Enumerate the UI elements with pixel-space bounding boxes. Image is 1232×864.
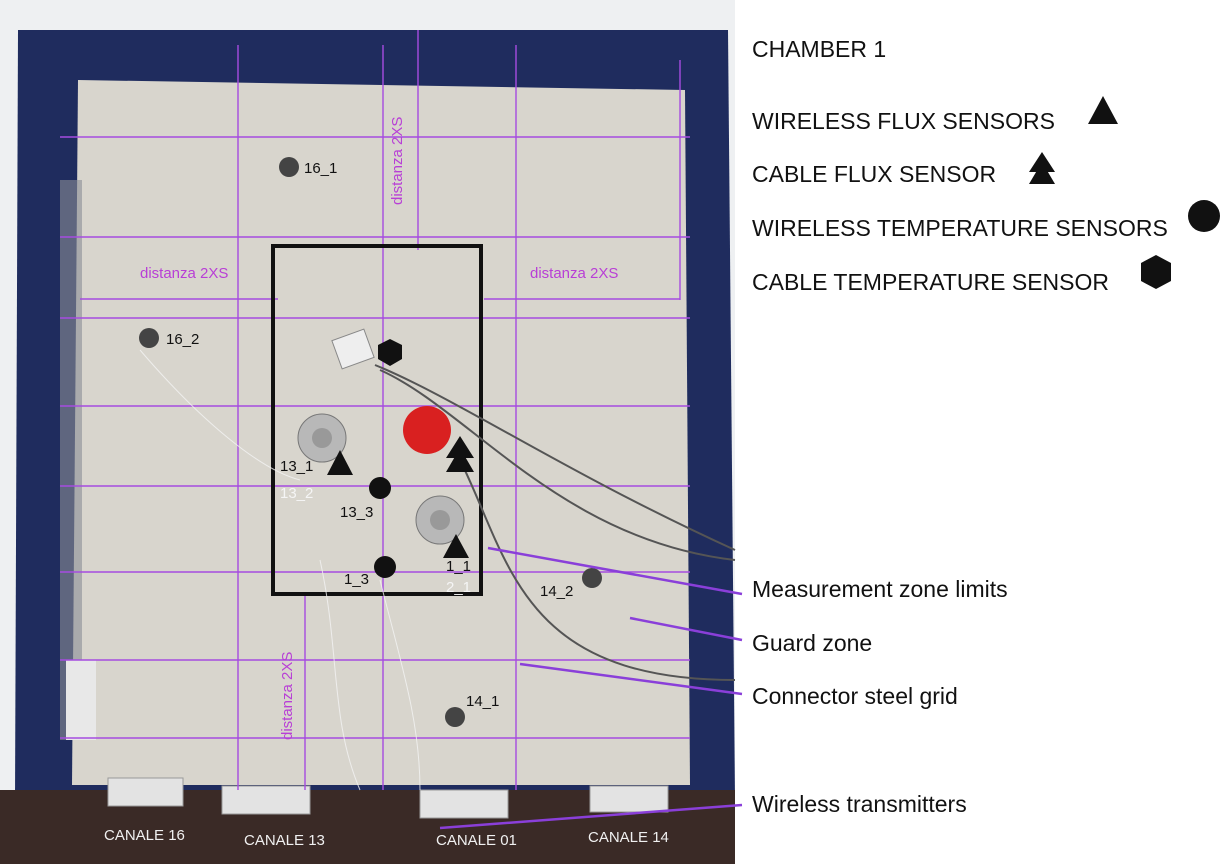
legend-label-cable-flux: CABLE FLUX SENSOR <box>752 161 997 187</box>
transmitter-box <box>589 785 669 813</box>
legend-label-cable-temp: CABLE TEMPERATURE SENSOR <box>752 269 1110 295</box>
sensor-label: 14_1 <box>466 693 499 710</box>
distance-label-bottom: distanza 2XS <box>279 652 296 740</box>
legend-title: CHAMBER 1 <box>752 36 887 62</box>
sensor-label: 14_2 <box>540 583 573 600</box>
distance-label-right: distanza 2XS <box>530 265 618 282</box>
cable-flux-disc <box>403 406 451 454</box>
barcode-label <box>66 660 96 740</box>
triangle-icon <box>443 534 469 558</box>
triangle-icon <box>327 450 353 475</box>
steel-grid <box>60 30 690 790</box>
double-triangle-icon <box>446 448 474 472</box>
callout-guard-zone: Guard zone <box>752 630 873 656</box>
sensor-label: 16_2 <box>166 331 199 348</box>
channel-label: CANALE 13 <box>244 832 325 849</box>
circle-icon <box>582 568 602 588</box>
sensor-label: 1_3 <box>344 571 369 588</box>
flux-disc-center <box>312 428 332 448</box>
circle-icon <box>1188 200 1220 232</box>
callout-measurement-zone: Measurement zone limits <box>752 576 1008 602</box>
channel-label: CANALE 16 <box>104 827 185 844</box>
double-triangle-icon <box>1029 152 1055 184</box>
distance-label-top: distanza 2XS <box>389 117 406 205</box>
circle-icon <box>369 477 391 499</box>
circle-icon <box>139 328 159 348</box>
transmitter-box <box>107 777 184 807</box>
transmitter-box <box>221 785 311 815</box>
sensor-label: 13_2 <box>280 485 313 502</box>
cables <box>374 364 736 681</box>
sensor-label: 16_1 <box>304 160 337 177</box>
flux-disc-center <box>430 510 450 530</box>
sensor-label: 2_1 <box>446 579 471 596</box>
double-triangle-icon <box>446 436 474 458</box>
measurement-zone-rect <box>271 244 483 596</box>
triangle-icon <box>1088 96 1118 124</box>
panel-surface <box>72 80 690 785</box>
left-tape <box>60 180 82 740</box>
legend-label-wireless-flux: WIRELESS FLUX SENSORS <box>752 108 1055 134</box>
legend-label-wireless-temp: WIRELESS TEMPERATURE SENSORS <box>752 215 1168 241</box>
circle-icon <box>374 556 396 578</box>
channel-label: CANALE 14 <box>588 829 669 846</box>
sensor-label: 13_1 <box>280 458 313 475</box>
callout-lines <box>439 546 743 830</box>
circle-icon <box>279 157 299 177</box>
distance-label-left: distanza 2XS <box>140 265 228 282</box>
transmitter-box <box>419 789 509 819</box>
sensor-label: 1_1 <box>446 558 471 575</box>
hexagon-icon <box>378 339 402 366</box>
channel-label: CANALE 01 <box>436 832 517 849</box>
hexagon-icon <box>1141 255 1171 289</box>
thin-wires <box>139 349 421 791</box>
callout-steel-grid: Connector steel grid <box>752 683 958 709</box>
cable-temp-pad <box>331 328 375 370</box>
callout-transmitters: Wireless transmitters <box>752 791 967 817</box>
circle-icon <box>445 707 465 727</box>
sensor-label: 13_3 <box>340 504 373 521</box>
